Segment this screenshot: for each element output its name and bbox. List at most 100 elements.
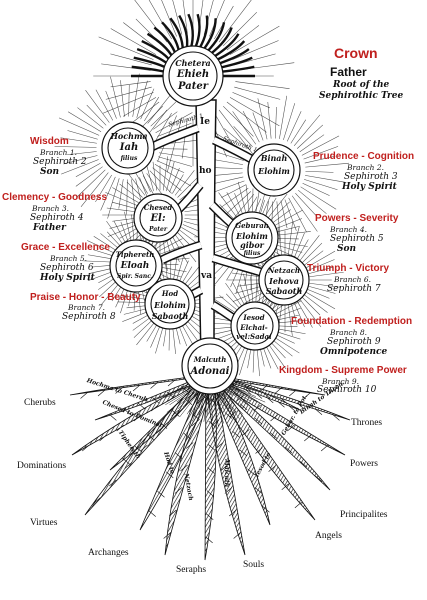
ray-line	[283, 103, 296, 141]
ray-line	[107, 178, 120, 219]
trunk-letter-ho: ho	[199, 166, 212, 176]
ray-line	[303, 179, 338, 191]
ray-line	[155, 112, 193, 134]
ray-line	[100, 233, 119, 249]
label-virtues: Virtues	[30, 518, 58, 528]
ray-line	[182, 0, 188, 34]
ray-line	[277, 325, 298, 327]
circle-kingdom-label-a: Malcuth	[193, 355, 227, 364]
ray-line	[276, 241, 308, 247]
ray-line	[306, 250, 336, 268]
flame-stroke	[193, 13, 201, 49]
root-fringe	[239, 403, 248, 410]
ray-line	[269, 201, 290, 222]
ray-line	[75, 166, 103, 187]
ray-line	[302, 182, 330, 196]
root-fringe	[224, 412, 233, 419]
ray-line	[122, 97, 157, 117]
ray-line	[105, 90, 117, 119]
praise-branch: Branch 7.	[68, 303, 105, 312]
ray-line	[277, 226, 283, 256]
circle-wisdom-label-c: filius	[120, 155, 138, 162]
root-blade	[205, 374, 316, 521]
label-dominations: Dominations	[17, 461, 67, 471]
wisdom-title: Wisdom	[30, 136, 69, 147]
root-fringe	[232, 431, 240, 438]
ray-line	[276, 231, 311, 236]
root-fringe	[266, 396, 274, 404]
ray-line	[123, 308, 149, 315]
circle-praise-inner	[150, 284, 190, 324]
grace-person: Holy Spirit	[40, 273, 95, 283]
ray-line	[150, 323, 162, 348]
root-fringe	[99, 434, 107, 442]
ray-line	[118, 179, 124, 209]
ray-line	[110, 53, 152, 66]
flame-stroke	[217, 48, 250, 65]
root-fringe	[187, 392, 195, 399]
ray-line	[87, 254, 114, 260]
root-fringe	[166, 471, 174, 479]
root-fringe	[97, 389, 106, 397]
ray-line	[159, 152, 199, 160]
ray-line	[54, 146, 97, 148]
ray-line	[112, 201, 137, 209]
kingdom-sephiroth: Sephiroth 10	[317, 385, 377, 395]
ray-line	[67, 111, 102, 132]
root-fringe	[299, 461, 308, 468]
root-fringe	[314, 475, 323, 482]
ray-line	[300, 186, 337, 210]
root-blade	[71, 374, 216, 456]
ray-line	[242, 110, 260, 143]
ray-line	[304, 175, 345, 183]
flame-stroke	[215, 40, 246, 62]
ray-line	[124, 211, 132, 242]
ray-line	[299, 299, 322, 328]
root-fringe	[155, 427, 164, 434]
ray-line	[232, 111, 257, 145]
ray-line	[105, 192, 138, 206]
ray-line	[110, 28, 157, 55]
root-fringe	[224, 487, 233, 494]
root-fringe	[284, 446, 293, 454]
ray-line	[161, 0, 177, 37]
ray-line	[219, 295, 238, 311]
root-fringe	[277, 401, 285, 408]
ray-line	[259, 346, 265, 367]
ray-line	[67, 130, 98, 140]
circle-grace-label-a: Tiphereth	[115, 250, 155, 259]
ray-line	[149, 170, 172, 194]
ray-line	[218, 0, 252, 43]
ray-line	[63, 155, 98, 165]
root-fringe	[233, 532, 241, 539]
powers-branch: Branch 4.	[330, 225, 367, 234]
root-fringe	[206, 490, 215, 497]
root-fringe	[229, 411, 237, 418]
ray-line	[252, 347, 255, 373]
ray-line	[131, 214, 135, 241]
flame-stroke	[198, 15, 209, 50]
circle-prudence-inner	[253, 149, 295, 191]
circle-kingdom-inner	[187, 343, 233, 389]
ray-line	[58, 117, 100, 136]
ray-line	[180, 322, 195, 347]
ray-line	[83, 260, 114, 263]
circle-prudence-label-a: Binah	[260, 153, 288, 163]
ray-line	[287, 304, 293, 336]
circle-triumph-label-c: Sabaoth	[265, 286, 303, 296]
prudence-branch: Branch 2.	[347, 163, 384, 172]
ray-line	[85, 90, 110, 123]
roots	[69, 374, 351, 561]
grace-sephiroth: Sephiroth 6	[40, 263, 94, 273]
root-fringe	[80, 392, 88, 399]
grace-branch: Branch 5.	[50, 254, 87, 263]
root-fringe	[287, 424, 295, 432]
ray-line	[308, 266, 333, 274]
kingdom-branch: Branch 9.	[322, 377, 359, 386]
ray-line	[60, 137, 97, 144]
ray-line	[141, 170, 151, 193]
ray-line	[304, 250, 324, 266]
ray-line	[175, 254, 185, 282]
root-fringe	[236, 394, 244, 402]
ray-line	[220, 187, 249, 208]
